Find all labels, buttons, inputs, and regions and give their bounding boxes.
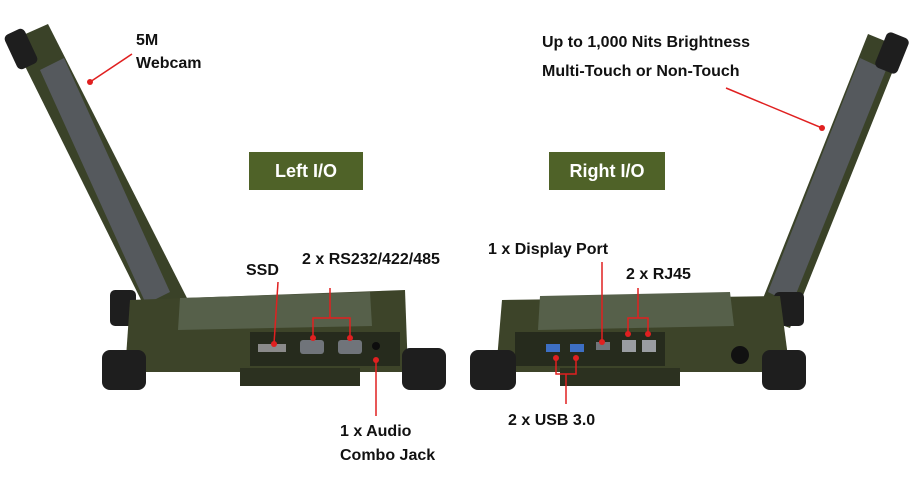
callout-lines <box>89 53 823 416</box>
callout-dots <box>87 79 825 363</box>
right-io-badge: Right I/O <box>549 152 665 190</box>
usb-port-1 <box>546 344 560 352</box>
right-laptop <box>470 32 909 390</box>
left-bumper-front <box>102 350 146 390</box>
webcam-label-line2: Webcam <box>136 55 202 72</box>
webcam-label-line1: 5M <box>136 32 159 49</box>
usb-label: 2 x USB 3.0 <box>508 412 596 429</box>
left-keyboard <box>178 292 372 330</box>
screen-line <box>725 87 823 129</box>
rj45-port-1 <box>622 340 636 352</box>
audio-label-line2: Combo Jack <box>340 447 436 464</box>
ssd-slot <box>258 344 286 352</box>
usb-port-2 <box>570 344 584 352</box>
serial-bracket <box>312 317 351 338</box>
right-bumper-rear <box>762 350 806 390</box>
power-knob <box>731 346 749 364</box>
left-screen <box>40 58 170 304</box>
touch-label: Multi-Touch or Non-Touch <box>542 63 740 80</box>
serial-label: 2 x RS232/422/485 <box>302 251 440 268</box>
left-handle <box>240 368 360 386</box>
left-io-badge: Left I/O <box>249 152 363 190</box>
left-lid-bumper-top <box>4 28 38 70</box>
audio-label-line1: 1 x Audio <box>340 423 412 440</box>
left-laptop <box>4 24 446 390</box>
right-screen <box>768 58 886 304</box>
display-port-label: 1 x Display Port <box>488 241 609 258</box>
webcam-line <box>89 53 133 83</box>
serial-port-1 <box>300 340 324 354</box>
display-port <box>596 342 610 350</box>
ssd-label: SSD <box>246 262 279 279</box>
right-lid-bumper-top <box>875 32 909 74</box>
serial-port-2 <box>338 340 362 354</box>
ssd-line <box>273 281 279 345</box>
left-bumper-rear <box>402 348 446 390</box>
brightness-label: Up to 1,000 Nits Brightness <box>542 34 751 51</box>
audio-jack <box>372 342 380 350</box>
right-keyboard <box>538 292 734 330</box>
rj45-label: 2 x RJ45 <box>626 266 691 283</box>
right-io-panel <box>515 332 665 366</box>
right-handle <box>560 368 680 386</box>
rj45-port-2 <box>642 340 656 352</box>
right-bumper-front <box>470 350 516 390</box>
